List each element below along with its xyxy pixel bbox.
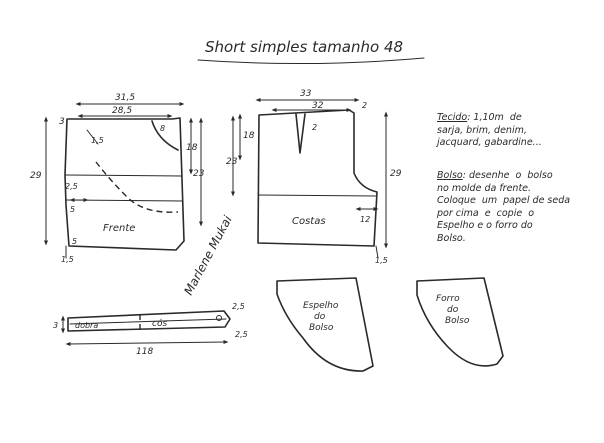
page-title: Short simples tamanho 48 — [205, 38, 403, 56]
waistband-dim-height: 3 — [53, 321, 58, 330]
back-label: Costas — [292, 216, 326, 227]
back-piece: Costas — [257, 109, 378, 247]
signature: Marlene Mukai — [181, 213, 235, 298]
pocket-lining-piece: Forro do Bolso — [416, 277, 504, 367]
waistband-outline — [67, 310, 231, 332]
back-dim-length: 29 — [390, 169, 402, 179]
fabric-note-text: : 1,10m de sarja, brim, denim, jacquard,… — [437, 112, 542, 148]
fabric-note-label: Tecido — [437, 112, 468, 123]
waistband-dim-top-tab: 2,5 — [232, 302, 245, 311]
front-dim-crotch-depth: 23 — [193, 169, 205, 179]
pocket-facing-label-3: Bolso — [309, 323, 334, 333]
back-dim-width-inner: 32 — [312, 101, 324, 111]
pocket-facing-label-2: do — [314, 312, 326, 322]
back-dim-crotch-depth: 23 — [226, 157, 238, 167]
back-dim-waist-rise: 2 — [362, 101, 367, 110]
pocket-note: Bolso: desenhe o bolso no molde da frent… — [437, 170, 570, 245]
back-dim-rise: 18 — [243, 131, 255, 141]
back-dim-hem: 1,5 — [375, 256, 388, 265]
front-piece: Frente — [64, 117, 185, 251]
front-outline — [64, 117, 185, 251]
pocket-lining-outline — [416, 277, 504, 367]
back-dim-crotch-extension: 12 — [360, 215, 370, 224]
back-dim-dart: 2 — [312, 123, 317, 132]
front-dim-side-notch: 2,5 — [65, 182, 78, 191]
pocket-facing-piece: Espelho do Bolso — [276, 277, 374, 372]
pocket-note-label: Bolso — [437, 170, 463, 181]
fabric-note: Tecido: 1,10m de sarja, brim, denim, jac… — [437, 112, 542, 150]
front-label: Frente — [103, 223, 135, 234]
waistband-cos-label: cós — [152, 318, 167, 329]
front-dim-hem: 1,5 — [61, 255, 74, 264]
front-dim-rise: 18 — [186, 143, 198, 153]
title-underline — [197, 57, 425, 65]
back-dim-width-outer: 33 — [300, 89, 312, 99]
waistband-fold-label: dobra — [75, 321, 98, 330]
pocket-lining-label-3: Bolso — [445, 316, 470, 326]
pocket-facing-label-1: Espelho — [303, 301, 339, 311]
pocket-lining-label-1: Forro — [436, 294, 460, 304]
front-dim-waist-drop: 3 — [59, 117, 65, 127]
pocket-facing-outline — [276, 277, 374, 372]
pocket-note-text: : desenhe o bolso no molde da frente. Co… — [437, 170, 571, 244]
front-pocket-curve — [151, 120, 179, 151]
front-pocket-dashed — [95, 161, 179, 213]
waistband-piece: dobra cós — [67, 310, 231, 332]
front-dim-pocket-top: 1,5 — [91, 136, 104, 145]
front-dim-width-inner: 28,5 — [112, 106, 132, 116]
front-dim-hem-side: 5 — [72, 237, 77, 246]
waistband-dim-bottom-tab: 2,5 — [235, 330, 248, 339]
front-dim-hip-offset: 5 — [70, 205, 75, 214]
back-dart — [295, 113, 306, 154]
front-dim-width-outer: 31,5 — [115, 93, 135, 103]
front-dim-length: 29 — [30, 171, 42, 181]
front-dim-pocket-width: 8 — [160, 124, 165, 133]
waistband-dim-length: 118 — [136, 347, 153, 357]
pocket-lining-label-2: do — [447, 305, 459, 315]
